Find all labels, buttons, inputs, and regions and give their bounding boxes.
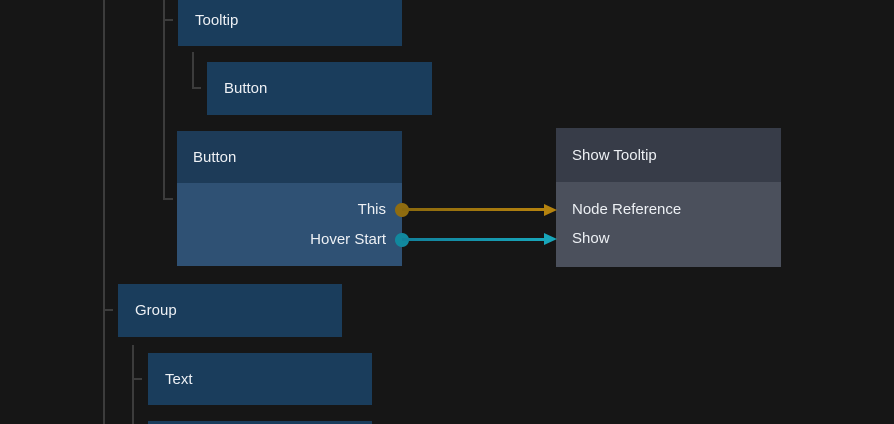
action-node-header[interactable]: Show Tooltip xyxy=(556,128,781,182)
action-node-show-tooltip[interactable]: Show Tooltip Node Reference Show xyxy=(556,128,781,267)
tree-node-text[interactable]: Text xyxy=(148,353,372,405)
tree-node-group[interactable]: Group xyxy=(118,284,342,337)
action-node-title: Show Tooltip xyxy=(572,146,657,164)
tree-guide-line-level2 xyxy=(163,0,165,200)
event-node-button-title: Button xyxy=(193,148,237,166)
port-node-reference[interactable]: Node Reference xyxy=(572,201,682,218)
tree-guide-tick-tooltip xyxy=(163,19,173,21)
event-node-button-body: This Hover Start xyxy=(177,183,402,266)
port-hover-start[interactable]: Hover Start xyxy=(310,231,386,248)
arrowhead-node-reference-icon xyxy=(544,204,557,216)
tree-guide-line-root xyxy=(103,0,105,424)
event-node-button-header[interactable]: Button xyxy=(177,131,402,183)
arrowhead-show-icon xyxy=(544,233,557,245)
port-this[interactable]: This xyxy=(357,201,386,218)
wire-hover-start-to-show[interactable] xyxy=(402,238,545,241)
tree-node-button-child[interactable]: Button xyxy=(207,62,432,115)
tree-guide-tick-group xyxy=(103,309,113,311)
event-node-button[interactable]: Button This Hover Start xyxy=(177,131,402,266)
tree-guide-line-tooltip-children xyxy=(192,52,194,89)
tree-node-tooltip[interactable]: Tooltip xyxy=(178,0,402,46)
wire-this-to-node-reference[interactable] xyxy=(402,208,545,211)
tree-node-text-label: Text xyxy=(165,370,193,388)
action-node-body: Node Reference Show xyxy=(556,182,781,267)
tree-node-clipped-bottom[interactable] xyxy=(148,421,372,424)
tree-node-button-child-label: Button xyxy=(224,80,268,97)
tree-node-group-label: Group xyxy=(135,302,177,319)
tree-guide-tick-text xyxy=(132,378,142,380)
tree-node-tooltip-label: Tooltip xyxy=(195,11,239,29)
port-show[interactable]: Show xyxy=(572,230,610,247)
tree-guide-line-group-children xyxy=(132,345,134,424)
tree-guide-tick-button-child xyxy=(192,87,201,89)
tree-guide-tick-button xyxy=(163,198,173,200)
